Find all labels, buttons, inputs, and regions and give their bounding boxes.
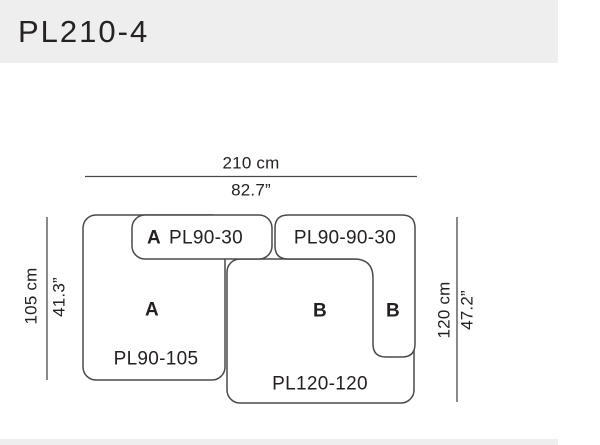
main-seat-code: PL120-120	[272, 373, 368, 395]
main-seat-letter: B	[312, 300, 328, 322]
back-cushion-module-outline	[131, 214, 273, 260]
right-dimension-cm: 120 cm	[434, 281, 454, 339]
width-dimension-cm: 210 cm	[222, 153, 280, 173]
corner-module-code: PL90-90-30	[293, 227, 397, 249]
back-cushion-letter: A	[146, 227, 162, 249]
header-band: PL210-4	[0, 0, 558, 63]
right-arm-letter: B	[385, 300, 401, 322]
page-title: PL210-4	[18, 13, 150, 49]
corner-module-outline	[274, 214, 416, 358]
left-seat-letter: A	[144, 299, 160, 321]
left-dimension-cm: 105 cm	[21, 267, 41, 325]
width-dimension-inch: 82.7”	[231, 180, 271, 200]
footer-band	[0, 439, 558, 445]
left-seat-code: PL90-105	[113, 348, 199, 370]
left-dimension-inch: 41.3”	[49, 277, 69, 317]
right-dimension-inch: 47.2”	[457, 290, 477, 330]
back-cushion-code: PL90-30	[169, 227, 243, 249]
